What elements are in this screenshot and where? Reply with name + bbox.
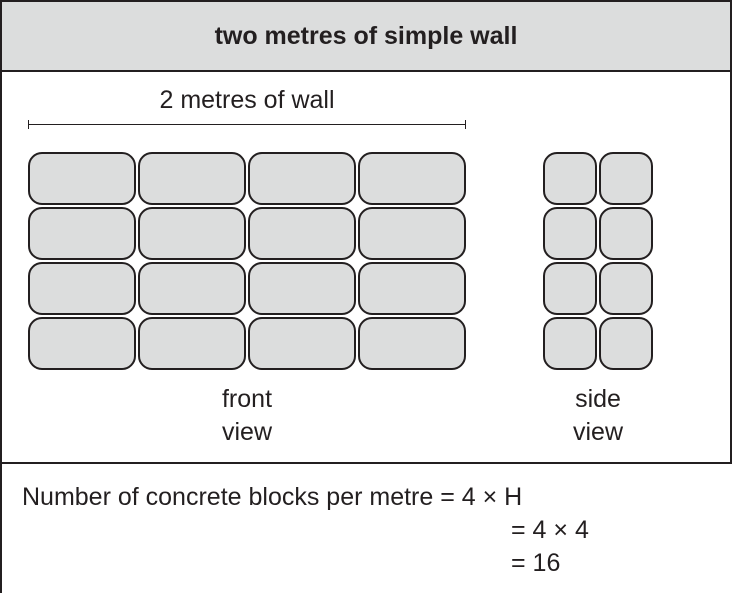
section-divider: [0, 462, 732, 464]
title-bar: two metres of simple wall: [2, 2, 730, 72]
front-view-wall: [28, 152, 466, 370]
formula-line-1: Number of concrete blocks per metre = 4 …: [22, 483, 523, 511]
side-view-block: [543, 152, 597, 205]
front-view-block: [28, 207, 136, 260]
front-view-block: [28, 262, 136, 315]
border-right: [730, 0, 732, 464]
front-view-block: [358, 207, 466, 260]
side-view-block: [543, 317, 597, 370]
side-view-caption: side view: [543, 383, 653, 449]
diagram-title: two metres of simple wall: [214, 21, 518, 50]
formula-line-2: = 4 × 4: [511, 516, 589, 544]
front-view-block: [358, 262, 466, 315]
border-top: [0, 0, 732, 2]
side-view-block: [543, 262, 597, 315]
front-view-caption-line2: view: [221, 418, 272, 446]
side-view-block: [543, 207, 597, 260]
front-view-block: [138, 262, 246, 315]
side-view-caption-line2: view: [572, 418, 623, 446]
side-view-wall: [543, 152, 653, 370]
side-view-caption-line1: side: [575, 385, 621, 413]
side-view-block: [599, 317, 653, 370]
front-view-block: [28, 317, 136, 370]
side-view-block: [599, 262, 653, 315]
dimension-tick-left: [28, 120, 29, 129]
front-view-caption-line1: front: [221, 385, 273, 413]
dimension-tick-right: [465, 120, 466, 129]
front-view-block: [138, 152, 246, 205]
front-view-block: [138, 207, 246, 260]
front-view-block: [358, 317, 466, 370]
side-view-block: [599, 207, 653, 260]
dimension-line: [28, 124, 466, 125]
side-view-block: [599, 152, 653, 205]
front-view-block: [358, 152, 466, 205]
front-view-block: [248, 262, 356, 315]
front-view-block: [248, 207, 356, 260]
front-view-block: [138, 317, 246, 370]
front-view-caption: front view: [28, 383, 466, 449]
front-view-block: [248, 152, 356, 205]
border-left: [0, 0, 2, 593]
dimension-label: 2 metres of wall: [159, 86, 335, 114]
front-view-block: [248, 317, 356, 370]
formula-line-3: = 16: [511, 549, 561, 577]
front-view-block: [28, 152, 136, 205]
